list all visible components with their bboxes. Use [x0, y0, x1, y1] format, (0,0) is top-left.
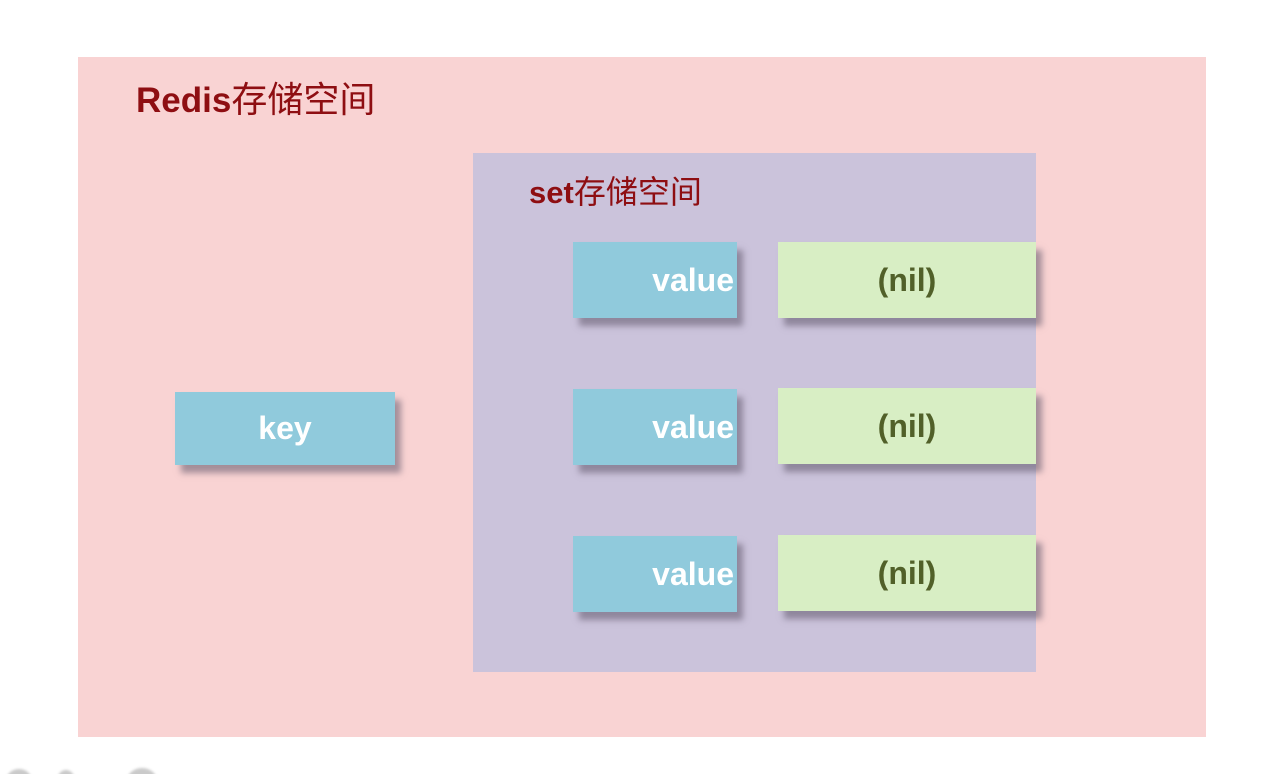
redis-storage-title-zh: 存储空间 [231, 80, 376, 121]
value-box: value [573, 389, 737, 465]
redis-storage-title: Redis存储空间 [136, 71, 375, 123]
redis-storage-title-en: Redis [136, 81, 232, 120]
nil-label: (nil) [877, 261, 937, 298]
nil-box: (nil) [778, 388, 1036, 464]
nil-label: (nil) [877, 554, 937, 591]
cutoff-icon [127, 768, 157, 774]
value-box: value [573, 536, 737, 612]
nil-label: (nil) [877, 407, 937, 444]
value-label: value [652, 555, 734, 592]
nil-box: (nil) [778, 242, 1036, 318]
value-label: value [652, 261, 734, 298]
cutoff-icon [58, 770, 74, 774]
key-label: key [258, 410, 312, 446]
redis-storage-space-box: Redis存储空间 key set存储空间 value (nil) value [78, 57, 1206, 737]
set-storage-title-en: set [529, 175, 574, 210]
value-label: value [652, 408, 734, 445]
set-storage-title: set存储空间 [529, 167, 702, 213]
key-box: key [175, 392, 395, 465]
cutoff-icon [6, 769, 32, 774]
set-storage-space-box: set存储空间 value (nil) value (nil) [473, 153, 1036, 672]
nil-box: (nil) [778, 535, 1036, 611]
set-storage-title-zh: 存储空间 [573, 173, 702, 211]
value-box: value [573, 242, 737, 318]
